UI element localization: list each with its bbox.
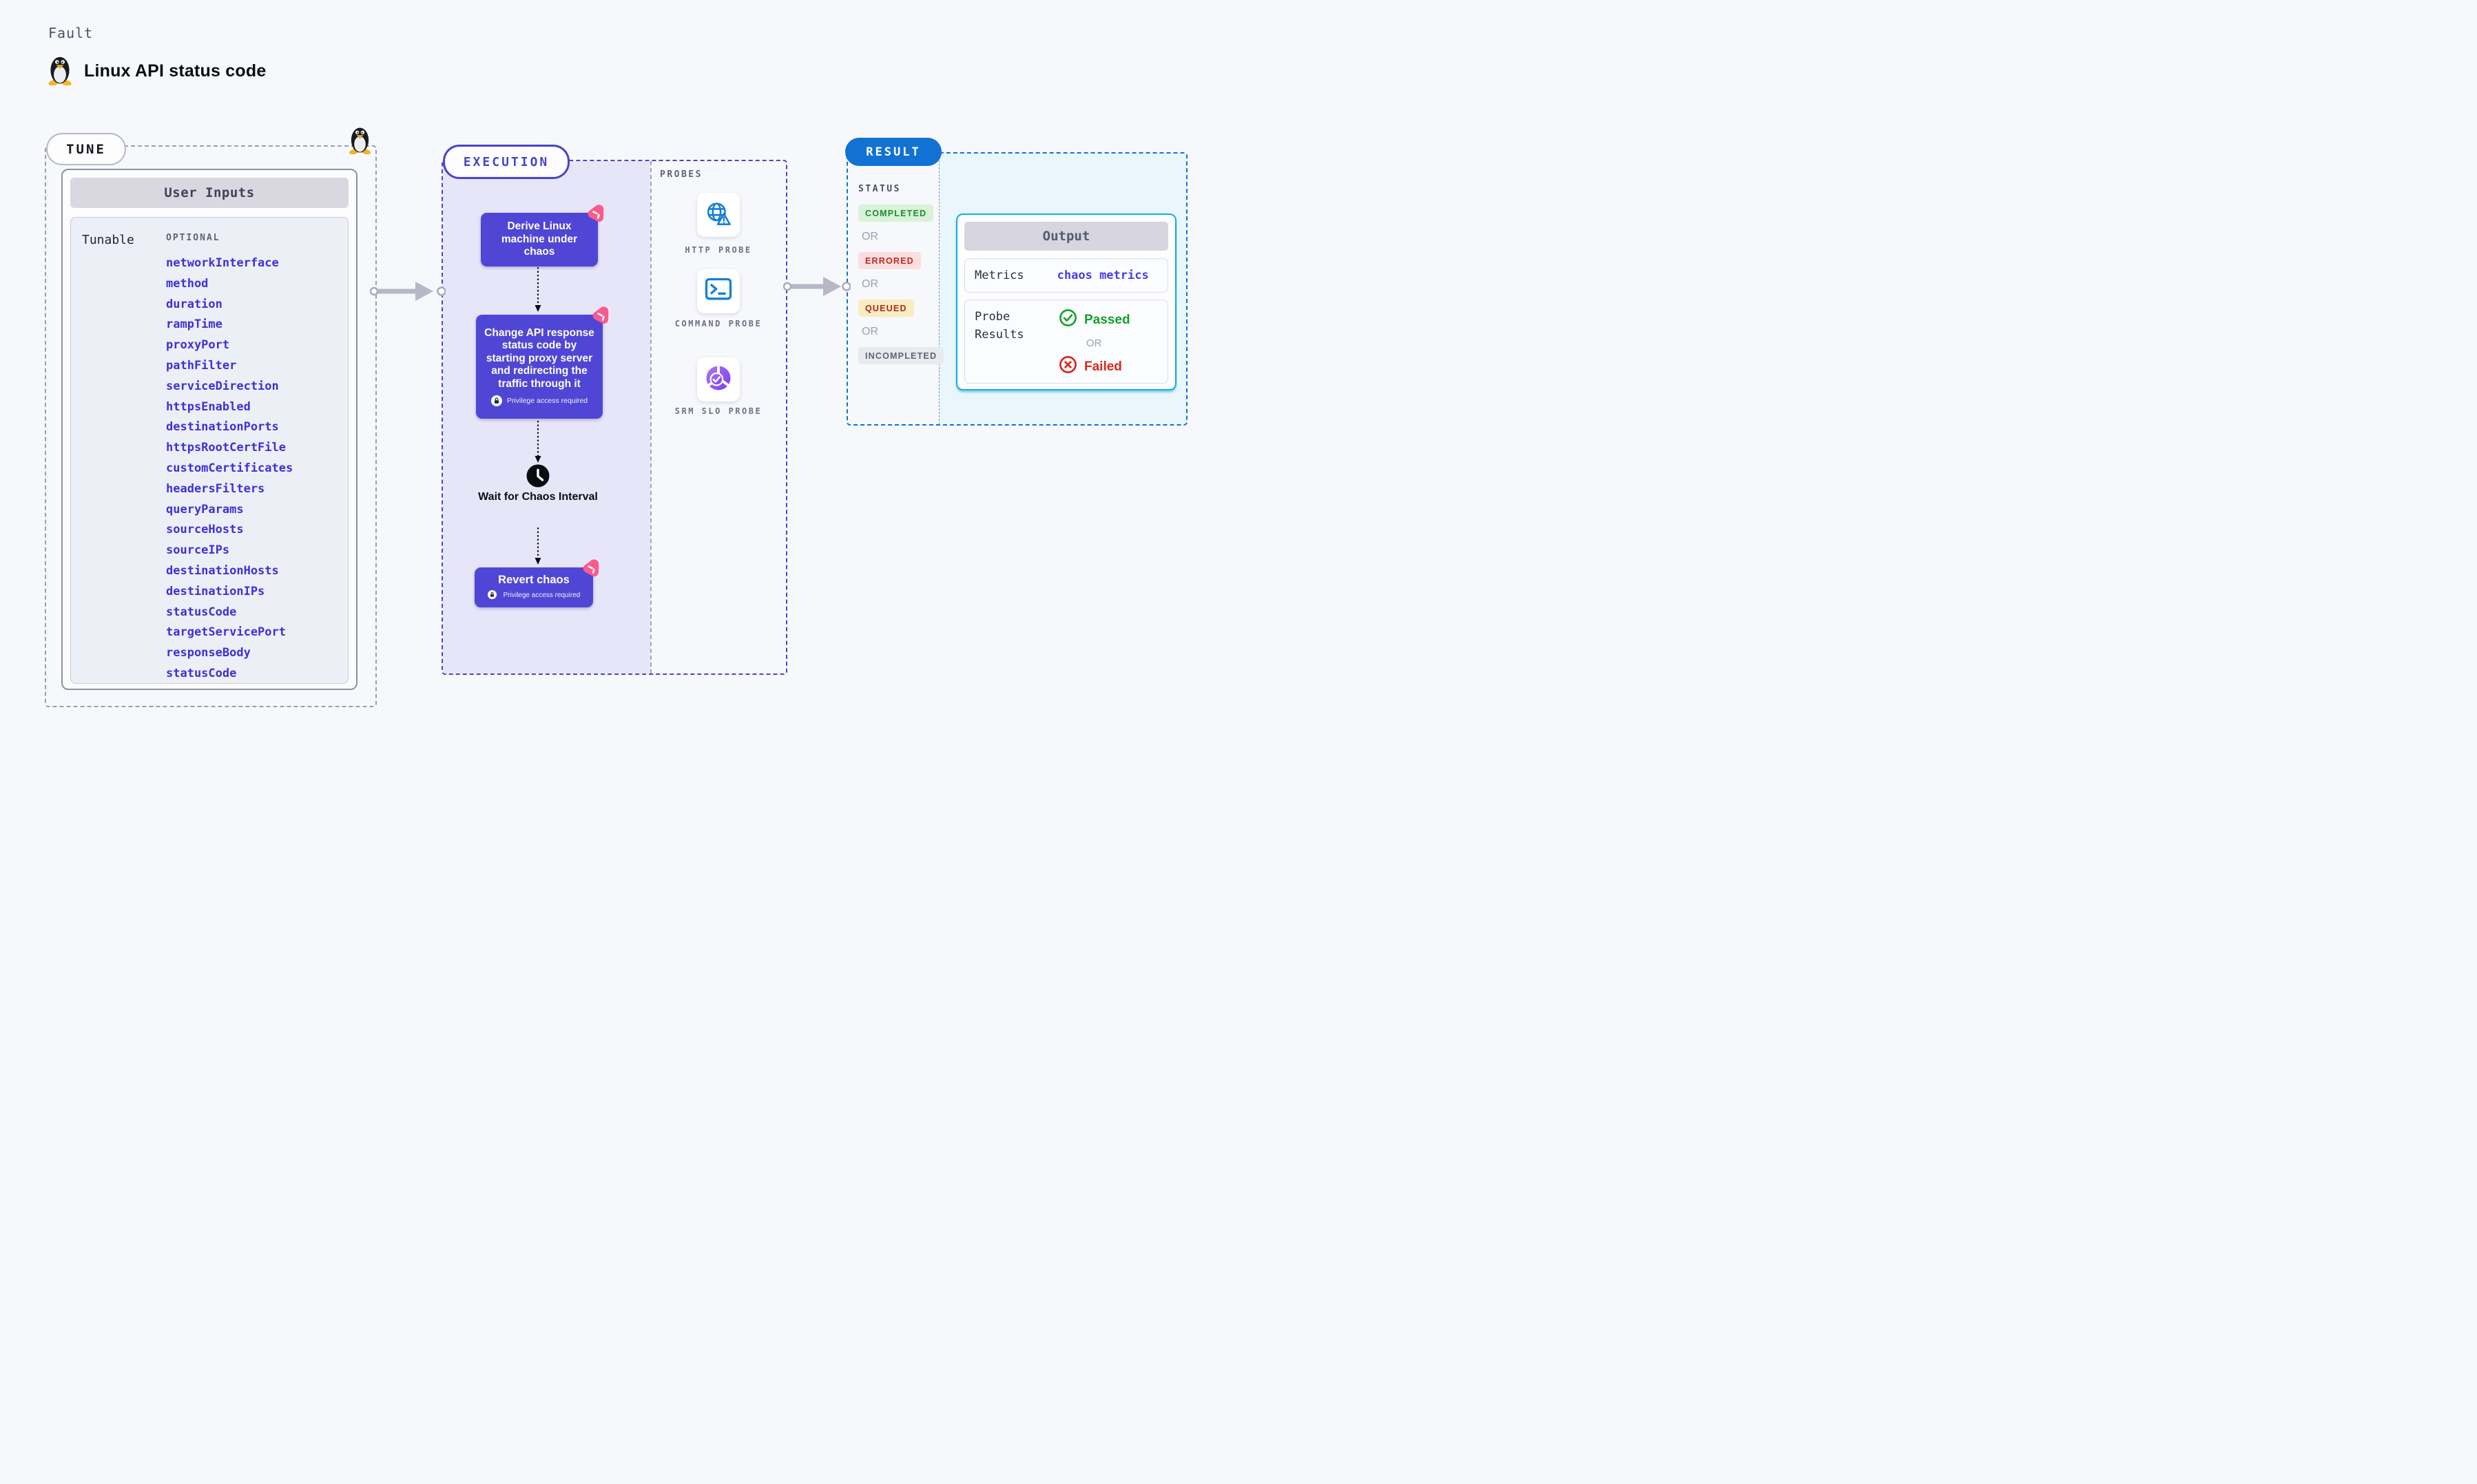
- chaos-logo-icon: [581, 558, 601, 578]
- execution-pill: EXECUTION: [443, 145, 570, 179]
- http-probe-card: [697, 193, 740, 237]
- output-header: Output: [964, 222, 1168, 251]
- probe-results-label: Probe Results: [975, 310, 1024, 342]
- flow-arrow-down: [534, 267, 542, 316]
- tunable-item: destinationIPs: [166, 584, 265, 598]
- tunable-item: rampTime: [166, 317, 222, 332]
- command-probe-card: [697, 269, 740, 313]
- tunable-list: networkInterface method duration rampTime pr…: [166, 256, 293, 681]
- tunable-item: httpsRootCertFile: [166, 441, 286, 455]
- srm-slo-probe-label: SRM SLO PROBE: [674, 406, 763, 416]
- tunable-item: headersFilters: [166, 481, 265, 496]
- globe-warning-icon: [705, 200, 732, 230]
- or-label: OR: [1086, 337, 1102, 349]
- tunable-item: networkInterface: [166, 256, 279, 270]
- probes-divider-line: [650, 161, 652, 673]
- tunable-item: serviceDirection: [166, 379, 279, 393]
- passed-label: Passed: [1084, 312, 1130, 327]
- fault-diagram: Fault Linux API status code TUNE: [0, 0, 1238, 742]
- status-stack: COMPLETED OR ERRORED OR QUEUED OR INCOMP…: [858, 205, 944, 373]
- flow-arrow-down: [534, 527, 542, 569]
- output-panel: Output Metrics chaos metrics Probe Resul…: [956, 213, 1177, 390]
- chaos-logo-icon: [590, 305, 611, 326]
- metrics-row: Metrics chaos metrics: [964, 258, 1168, 293]
- step-text: Derive Linux machine under chaos: [501, 220, 578, 258]
- privilege-label: Privilege access required: [506, 397, 588, 406]
- status-column-label: STATUS: [858, 184, 901, 194]
- user-inputs-card: User Inputs Tunable OPTIONAL networkInte…: [61, 169, 357, 690]
- tunable-item: destinationPorts: [166, 420, 279, 435]
- x-circle-icon: [1059, 355, 1077, 378]
- metrics-value: chaos metrics: [1057, 269, 1149, 282]
- status-badge-errored: ERRORED: [858, 252, 921, 269]
- step-text: Change API response status code by start…: [484, 326, 594, 390]
- privilege-label: Privilege access required: [503, 592, 581, 600]
- user-inputs-header: User Inputs: [70, 178, 349, 208]
- tunable-item: sourceIPs: [166, 543, 230, 558]
- tunable-item: proxyPort: [166, 338, 230, 353]
- or-label: OR: [862, 231, 878, 242]
- slo-pie-icon: [704, 364, 733, 396]
- passed-row: Passed: [1059, 309, 1130, 331]
- tunable-item: sourceHosts: [166, 523, 244, 537]
- tunable-item: queryParams: [166, 502, 244, 516]
- or-label: OR: [862, 278, 878, 290]
- srm-slo-probe-card: [697, 357, 740, 401]
- failed-label: Failed: [1084, 359, 1122, 374]
- step-change-status-code: Change API response status code by start…: [476, 306, 609, 419]
- step-revert-chaos: Revert chaos Privilege access required: [475, 559, 599, 607]
- tunables-panel: Tunable OPTIONAL networkInterface method d…: [70, 217, 349, 684]
- failed-row: Failed: [1059, 355, 1130, 378]
- tune-section: [45, 145, 377, 707]
- tunable-item: customCertificates: [166, 461, 293, 475]
- metrics-label: Metrics: [975, 269, 1024, 282]
- http-probe-label: HTTP PROBE: [685, 245, 752, 255]
- optional-column-label: OPTIONAL: [166, 233, 220, 243]
- tune-to-execution-arrow: [369, 280, 446, 306]
- tunable-item: duration: [166, 297, 222, 311]
- tunable-row-label: Tunable: [82, 233, 134, 247]
- tunable-item: destinationHosts: [166, 563, 279, 578]
- page-title: Linux API status code: [84, 61, 267, 81]
- result-pill: RESULT: [845, 138, 942, 166]
- tune-pill: TUNE: [46, 133, 126, 165]
- chaos-logo-icon: [585, 203, 606, 224]
- probes-to-result-arrow: [783, 275, 851, 302]
- privilege-row: Privilege access required: [490, 395, 588, 407]
- tunable-item: responseBody: [166, 646, 251, 660]
- terminal-icon: [705, 278, 732, 305]
- probes-section-label: PROBES: [660, 169, 703, 180]
- tunable-item: statusCode: [166, 605, 237, 619]
- title-row: Linux API status code: [47, 54, 266, 89]
- status-badge-completed: COMPLETED: [858, 205, 934, 222]
- flow-arrow-down: [534, 420, 542, 467]
- step-derive-machine: Derive Linux machine under chaos: [481, 205, 604, 267]
- tunable-item: statusCode: [166, 666, 237, 680]
- tux-penguin-icon-small: [348, 125, 372, 158]
- tunable-item: pathFilter: [166, 358, 237, 373]
- or-label: OR: [862, 326, 878, 337]
- result-divider-line: [939, 154, 940, 424]
- status-badge-queued: QUEUED: [858, 300, 914, 317]
- step-text: Revert chaos: [498, 574, 570, 587]
- tunable-item: httpsEnabled: [166, 399, 251, 414]
- tunable-item: targetServicePort: [166, 625, 286, 640]
- lock-icon: [490, 395, 502, 407]
- fault-eyebrow: Fault: [48, 25, 94, 41]
- probe-results-row: Probe Results Passed OR: [964, 300, 1168, 384]
- privilege-row: Privilege access required: [487, 589, 581, 601]
- probe-results-values: Passed OR Failed: [1059, 309, 1130, 375]
- execution-section: [442, 160, 787, 675]
- command-probe-label: COMMAND PROBE: [674, 319, 763, 328]
- check-circle-icon: [1059, 309, 1077, 331]
- status-badge-incompleted: INCOMPLETED: [858, 347, 944, 364]
- tux-penguin-icon: [47, 54, 73, 89]
- wait-interval-label: Wait for Chaos Interval: [478, 491, 598, 503]
- clock-icon: [526, 464, 550, 488]
- tunable-item: method: [166, 276, 209, 291]
- lock-icon: [487, 589, 499, 601]
